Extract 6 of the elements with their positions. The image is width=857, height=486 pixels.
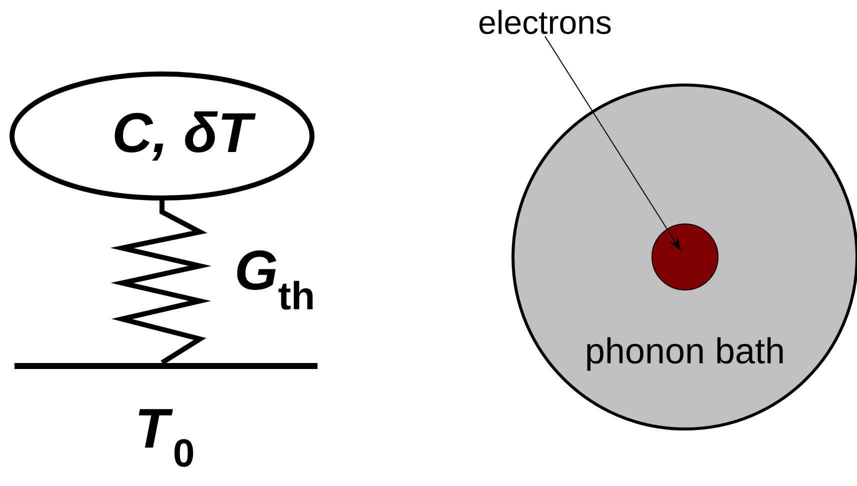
edge-label: G$_{th}$ (237, 250, 313, 310)
text-label: electrons (479, 10, 611, 34)
ellipse-node: C, δT (10, 72, 314, 200)
node-caption: T$_{0}$ (138, 409, 194, 467)
electron-circle (652, 224, 718, 290)
spring (110, 200, 212, 365)
